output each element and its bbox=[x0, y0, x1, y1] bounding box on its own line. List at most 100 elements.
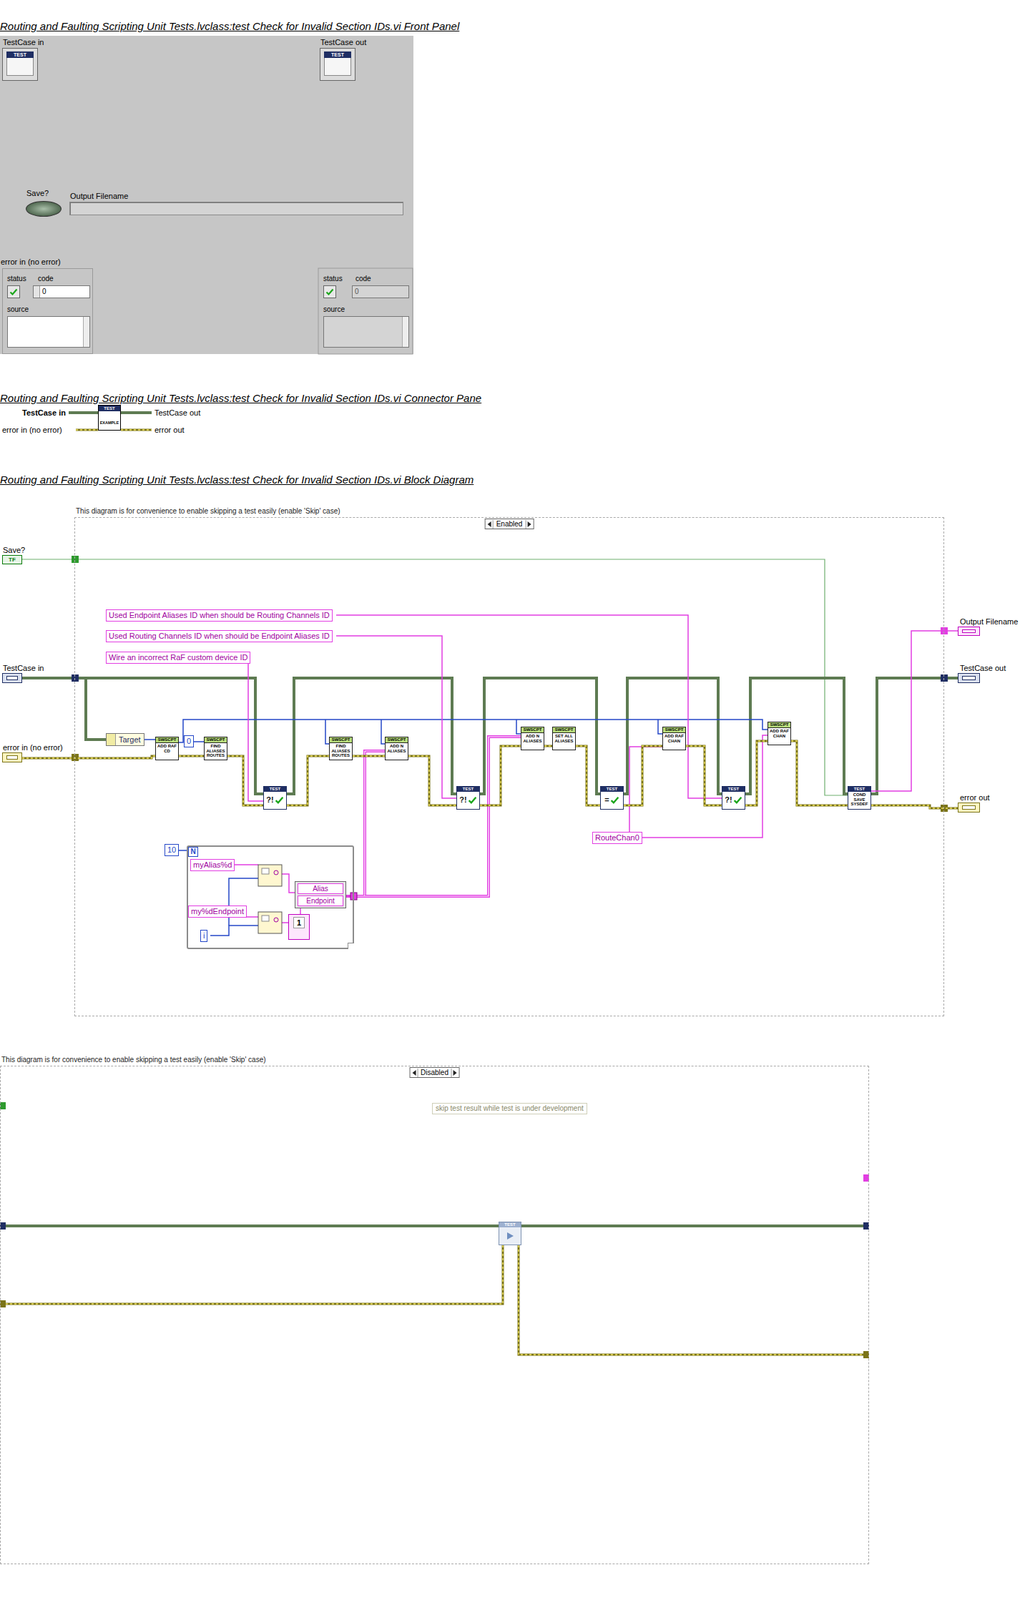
error-wire-base bbox=[178, 755, 204, 758]
note-node: skip test result while test is under dev… bbox=[432, 1102, 588, 1115]
tunnel bbox=[940, 674, 948, 682]
connector-label: TestCase in bbox=[22, 407, 66, 418]
error-wire-dash bbox=[22, 756, 156, 759]
cluster-node: error in (no error)statuscode0source bbox=[2, 268, 93, 355]
error-wire bbox=[479, 746, 521, 806]
error-wire-dash bbox=[408, 756, 457, 806]
bundle-element: Endpoint bbox=[297, 895, 344, 907]
error-wire bbox=[544, 746, 553, 747]
error-wire-base bbox=[22, 756, 156, 759]
tunnel bbox=[863, 1174, 870, 1182]
error-wire-base bbox=[871, 805, 958, 809]
error-wire-dash bbox=[791, 741, 848, 806]
numeric-wire bbox=[193, 741, 204, 743]
term-node: error in (no error) bbox=[2, 752, 23, 763]
terminal-glyph bbox=[6, 755, 18, 760]
testvi-node: TEST?! bbox=[263, 786, 287, 810]
terminal-glyph bbox=[6, 675, 18, 681]
tunnel bbox=[0, 1222, 6, 1230]
error-wire-dash bbox=[745, 741, 768, 806]
source-field bbox=[7, 316, 91, 348]
error-wire bbox=[120, 429, 152, 432]
string-wire bbox=[336, 635, 457, 799]
subvi-name: ADD RAF CD bbox=[155, 743, 179, 754]
selector-arrow bbox=[527, 521, 531, 528]
error-wire-base bbox=[745, 741, 768, 806]
error-wire bbox=[75, 429, 98, 432]
string-constant: RouteChan0 bbox=[595, 832, 640, 844]
fpstr-node: Output Filename bbox=[69, 201, 404, 216]
error-wire-dash bbox=[227, 756, 264, 806]
array-wire bbox=[356, 751, 385, 897]
format-glyph bbox=[261, 915, 269, 922]
element-label: source bbox=[323, 305, 410, 315]
source-field bbox=[323, 316, 410, 348]
string-constant: Used Endpoint Aliases ID when should be … bbox=[108, 610, 330, 621]
error-wire bbox=[685, 746, 722, 806]
subvi-banner: SWSCPT bbox=[663, 727, 686, 734]
control-label: Save? bbox=[26, 188, 49, 199]
check-mark bbox=[9, 287, 18, 297]
check-stroke bbox=[10, 289, 18, 295]
structure-caption: This diagram is for convenience to enabl… bbox=[75, 506, 341, 516]
code-field: 0 bbox=[351, 285, 410, 299]
panel-heading: Routing and Faulting Scripting Unit Test… bbox=[0, 473, 474, 487]
error-wire-base bbox=[408, 756, 457, 806]
error-wire bbox=[871, 805, 958, 809]
error-wire bbox=[791, 741, 848, 806]
bundle-node: AliasEndpoint bbox=[294, 881, 347, 909]
connector-label: TestCase out bbox=[154, 407, 201, 418]
string-constant: my%dEndpoint bbox=[190, 906, 244, 917]
terminal-type: TF bbox=[2, 555, 22, 564]
subvi-node: SWSCPTFIND ALIASES ROUTES bbox=[203, 736, 228, 761]
selector-arrow bbox=[412, 1070, 416, 1076]
tunnel bbox=[863, 1222, 870, 1230]
subvi-name: ADD RAF CHAN bbox=[663, 733, 686, 744]
testvi-node: TEST?! bbox=[456, 786, 480, 810]
check-mark bbox=[325, 287, 335, 297]
class-wire bbox=[521, 1224, 864, 1228]
terminal-label: error out bbox=[959, 793, 990, 803]
error-wire bbox=[518, 1245, 864, 1355]
testvi-node: TEST= bbox=[600, 786, 624, 810]
terminal-glyph bbox=[962, 629, 976, 634]
class-wire bbox=[68, 411, 98, 415]
string-wire bbox=[248, 658, 264, 802]
assert-row: ?! bbox=[457, 791, 480, 805]
subvi-banner: SWSCPT bbox=[521, 727, 544, 734]
fpicon-node: TestCase outTEST bbox=[319, 47, 356, 81]
term-node: TestCase in bbox=[2, 673, 23, 684]
fpbool-node: Save? bbox=[25, 200, 62, 217]
subvi-node: SWSCPTADD N ALIASES bbox=[384, 736, 409, 761]
prop-node: Target bbox=[105, 733, 145, 747]
assert-row: ?! bbox=[722, 791, 745, 805]
error-wire bbox=[518, 1245, 864, 1355]
term-node: Output Filename bbox=[957, 626, 980, 636]
term-node: Save?TF bbox=[2, 555, 23, 565]
error-wire bbox=[5, 1245, 503, 1304]
clstatus-node: status bbox=[323, 274, 345, 301]
frame-node: This diagram is for convenience to enabl… bbox=[74, 517, 945, 1017]
case-name: Enabled bbox=[492, 520, 527, 529]
check-mark bbox=[467, 795, 478, 805]
error-wire-dash bbox=[544, 745, 553, 747]
error-wire-base bbox=[575, 746, 601, 806]
check-mark bbox=[274, 795, 284, 805]
clcode-node: code0 bbox=[32, 274, 91, 301]
one-node: 1 bbox=[288, 914, 310, 940]
clcode-node: code0 bbox=[351, 274, 410, 301]
subvi-banner: SWSCPT bbox=[385, 737, 408, 744]
numeric-constant: i bbox=[203, 930, 205, 942]
element-label: code bbox=[32, 274, 91, 284]
skip-triangle bbox=[507, 1232, 514, 1240]
string-wire bbox=[281, 921, 289, 924]
subvi-banner: TEST bbox=[848, 786, 871, 792]
error-wire bbox=[178, 756, 204, 757]
strc-node: RouteChan0 bbox=[592, 831, 643, 845]
count-terminal: N bbox=[188, 846, 199, 857]
icon-text: TEST bbox=[324, 51, 352, 58]
subvi-node: SWSCPTADD RAF CHAN bbox=[662, 726, 686, 751]
element-label: status bbox=[323, 274, 345, 284]
subvi-node: SWSCPTSET ALL ALIASES bbox=[552, 726, 576, 751]
